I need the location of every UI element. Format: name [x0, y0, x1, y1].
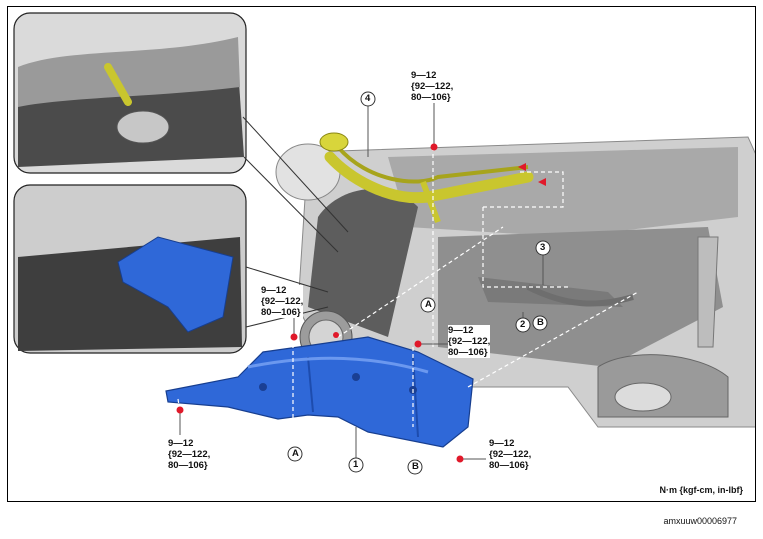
torque-spec-bottom-right: 9—12 {92—122, 80—106} [489, 438, 532, 471]
callout-circle-3 [535, 240, 551, 256]
callout-circle-b-lower [407, 459, 423, 475]
callout-circles [287, 91, 551, 475]
callout-1: 1 [353, 459, 359, 470]
callout-circle-2 [515, 317, 531, 333]
bolt-marker-bottom-left [176, 406, 184, 414]
bolt-marker-top [430, 143, 438, 151]
callout-b-upper: B [537, 317, 544, 328]
callout-2: 2 [520, 319, 526, 330]
bolt-marker-center [414, 340, 422, 348]
callout-circle-1 [348, 457, 364, 473]
callout-circle-a-lower [287, 446, 303, 462]
vehicle-illustration [13, 12, 755, 475]
filler-pipe [319, 132, 534, 224]
inset-under-cover [13, 184, 329, 354]
callout-b-lower: B [412, 461, 419, 472]
figure-id: amxuuw00006977 [663, 516, 737, 526]
callout-a-lower: A [292, 448, 299, 459]
callout-4: 4 [365, 93, 371, 104]
callout-circle-4 [360, 91, 376, 107]
leader-lines [177, 147, 639, 447]
bolt-markers [176, 143, 546, 463]
bolt-marker-cover [333, 332, 339, 338]
torque-spec-left: 9—12 {92—122, 80—106} [261, 285, 304, 318]
diagram-frame: 4 1 3 2 B A A B 9—12 {92—122, 80—106} 9—… [7, 6, 756, 502]
callout-3: 3 [540, 242, 546, 253]
bolt-marker-left [290, 333, 298, 341]
bolt-marker-bottom-right [456, 455, 464, 463]
torque-spec-top: 9—12 {92—122, 80—106} [411, 70, 454, 103]
clip-markers [518, 163, 546, 186]
units-legend: N·m {kgf-cm, in-lbf} [659, 485, 743, 495]
callout-a-upper: A [425, 299, 432, 310]
inset-filler-neck [13, 12, 349, 253]
under-cover [165, 336, 474, 448]
torque-spec-bottom-left: 9—12 {92—122, 80—106} [168, 438, 211, 471]
callout-circle-a-upper [420, 297, 436, 313]
torque-spec-center: 9—12 {92—122, 80—106} [448, 325, 491, 358]
callout-circle-b-upper [532, 315, 548, 331]
